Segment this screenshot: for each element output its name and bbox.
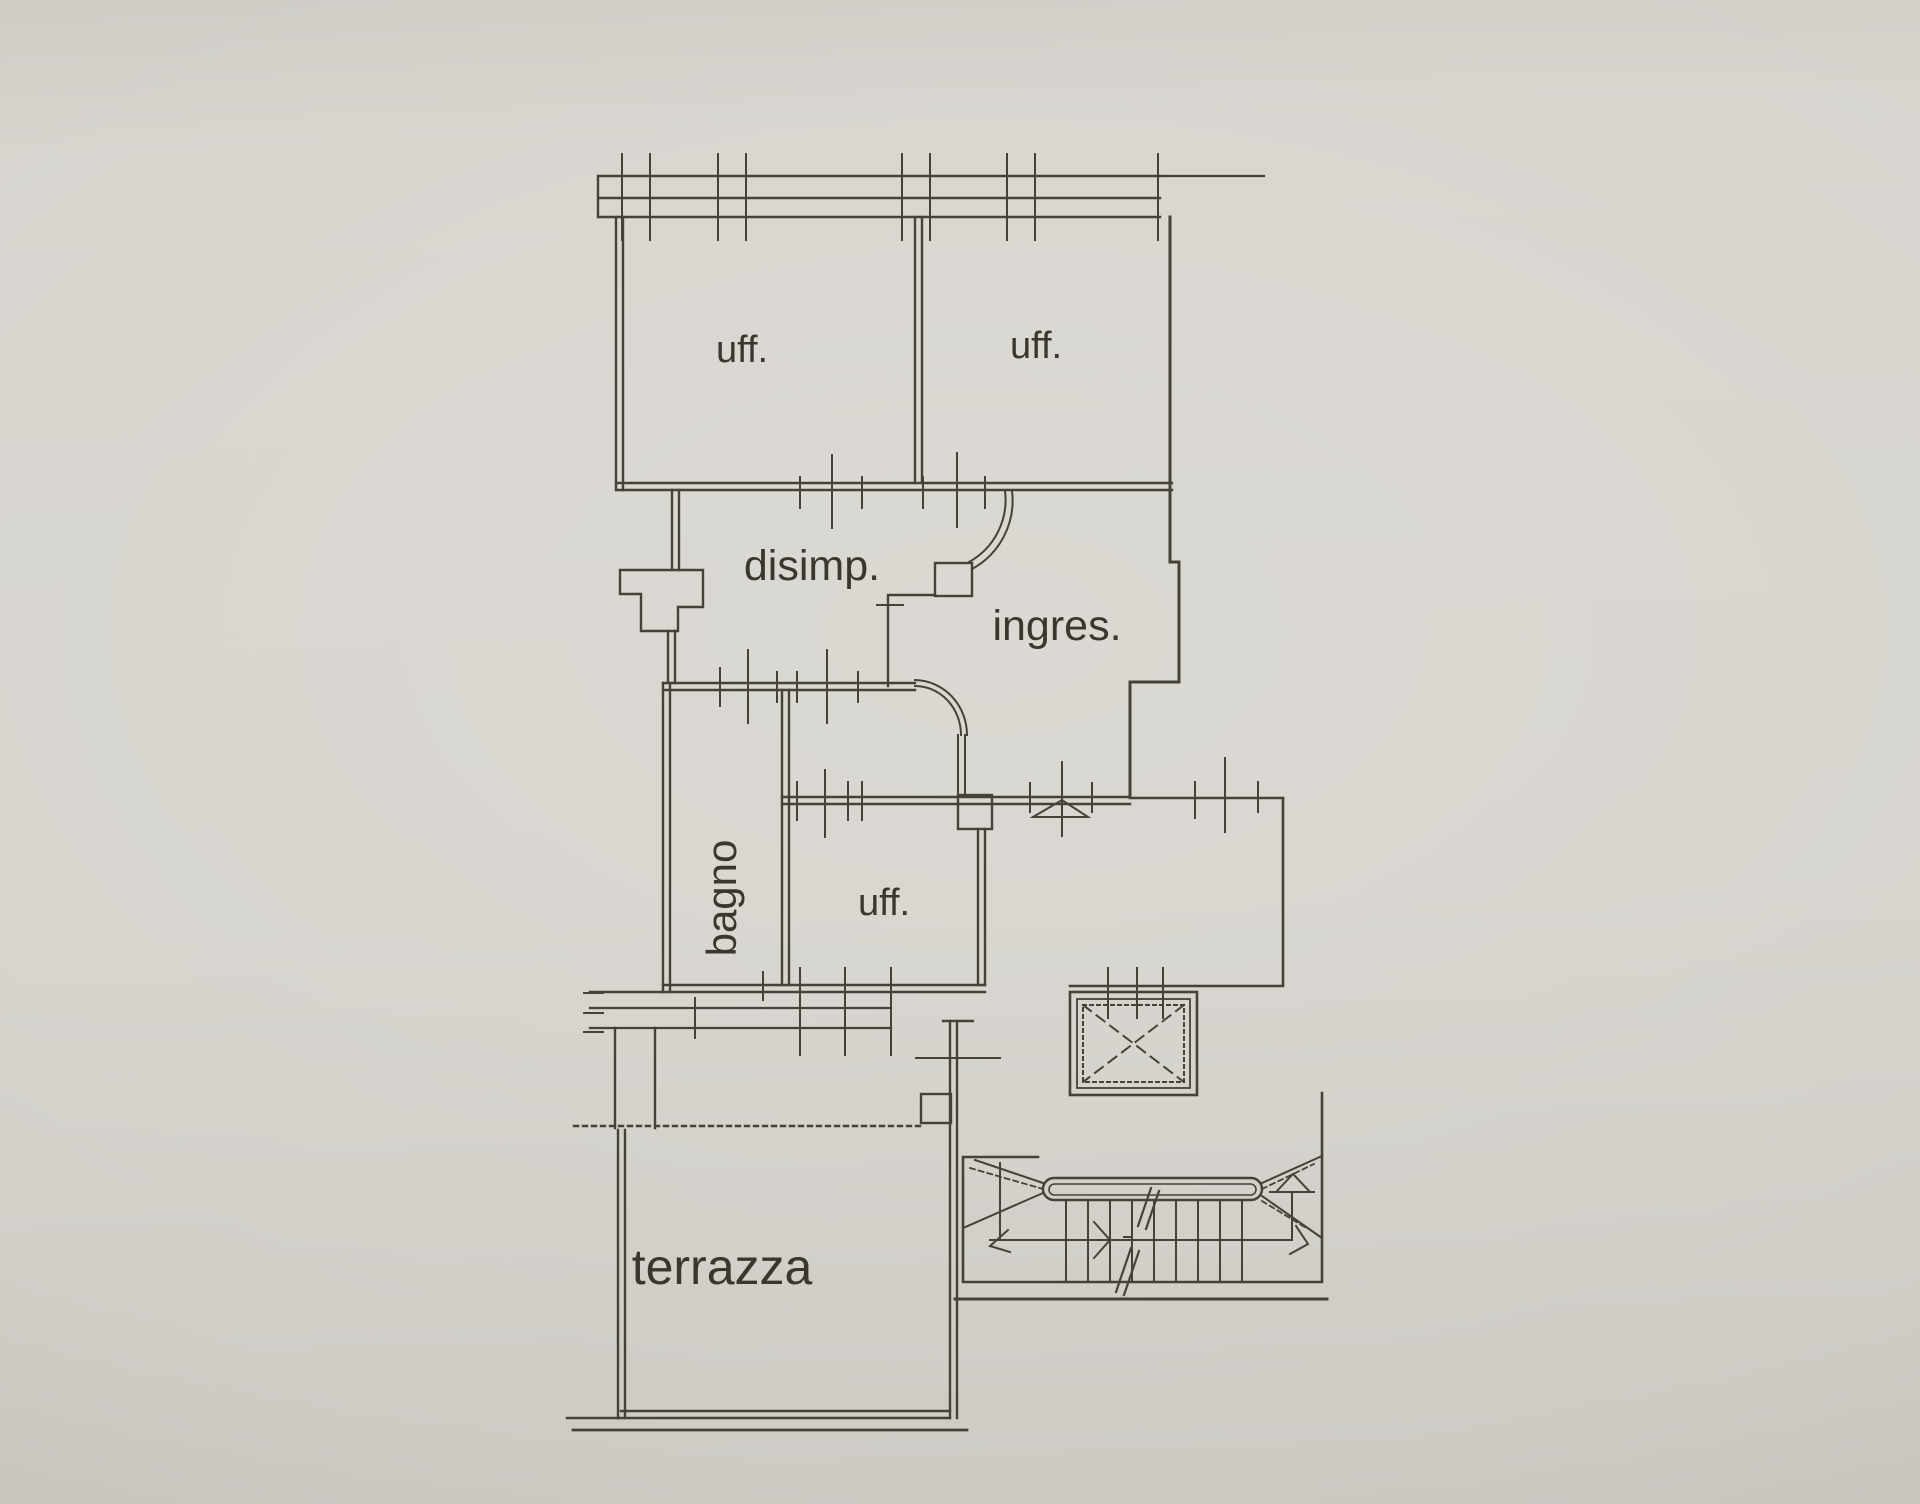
arrowhead-up-icon [1274,1172,1312,1194]
staircase [953,1091,1329,1301]
opening-ticks [583,452,1259,1059]
disimp-door-leaf [957,734,966,794]
wall-uff3-right [976,827,987,987]
disimp-door-arc [913,678,969,737]
wall-bagno-left [661,681,672,994]
elevator-shaft [1068,990,1199,1097]
room-label-uff-top-left: uff. [716,329,768,371]
stair-break-line [1114,1186,1161,1297]
wall-uff1-left [614,215,625,492]
window-mullion-ticks [621,153,1159,241]
terrace-walls [565,1128,969,1432]
stairwell-walls [961,1091,1324,1284]
wall-uff3-top [780,795,1132,806]
window-band [596,153,1266,241]
stair-landing-rail-inner [1048,1183,1257,1196]
wall-disimp-left-upper [670,488,681,572]
entrance-door-jamb [933,561,974,598]
wall-ingres-right [1128,215,1181,797]
room-label-disimp: disimp. [744,542,880,590]
stair-direction-arrow [987,1172,1315,1260]
wall-bagno-right [780,688,791,987]
room-labels: uff. uff. disimp. ingres. bagno uff. ter… [632,325,1122,1295]
arrowhead-end-icon [1288,1224,1310,1256]
arrow-mid-chevron-icon [1092,1220,1112,1260]
vent-triangle-symbol [1029,798,1092,818]
stair-winder-lines [961,1154,1324,1241]
wall-south [588,983,987,994]
elevator-cab-dashed [1082,1004,1185,1083]
stair-break-dots [1123,1236,1142,1241]
wall-top-rooms-bottom [614,481,1174,492]
room-label-bagno: bagno [698,840,745,957]
walls [588,215,1285,1420]
wall-corridor-terrace-right [948,1019,959,1420]
wall-east-exterior [1068,796,1285,988]
room-label-terrazza: terrazza [632,1239,813,1295]
entrance-door-arc [967,489,1014,571]
doors [913,489,1014,1125]
room-label-uff-top-right: uff. [1010,325,1062,367]
stair-landing-rail [1041,1176,1264,1202]
wall-uff-divider [913,215,924,485]
uff3-door-jamb [956,793,994,831]
pier-terrace [613,1026,657,1130]
elevator-x-icon [1081,1003,1186,1084]
window-band-south [588,1006,893,1030]
terrace-door-jamb [919,1092,953,1125]
room-label-ingres: ingres. [992,602,1121,650]
arrowhead-left-icon [987,1228,1012,1254]
wall-nook [886,593,937,688]
room-label-uff-middle: uff. [858,882,910,924]
stair-winder-steps-dashed [968,1162,1316,1231]
wall-disimp-left-lower [666,629,677,685]
pillar-disimp [618,568,705,633]
